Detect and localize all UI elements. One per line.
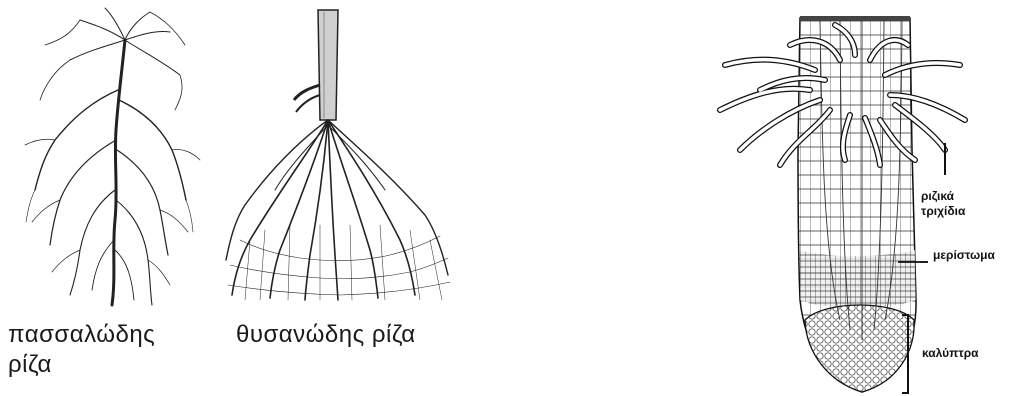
root-tip-illustration: [640, 0, 1027, 396]
meristem-label: μερίστωμα: [933, 248, 995, 263]
root-cap-label: καλύπτρα: [922, 346, 979, 361]
fibrous-root-caption: θυσανώδης ρίζα: [236, 320, 416, 350]
root-hairs-label-line-1: ριζικά: [921, 189, 954, 204]
taproot-caption-line-1: πασσαλώδης: [8, 320, 155, 350]
taproot-caption-line-2: ρίζα: [8, 350, 52, 380]
root-hairs-label-line-2: τριχίδια: [921, 204, 965, 219]
